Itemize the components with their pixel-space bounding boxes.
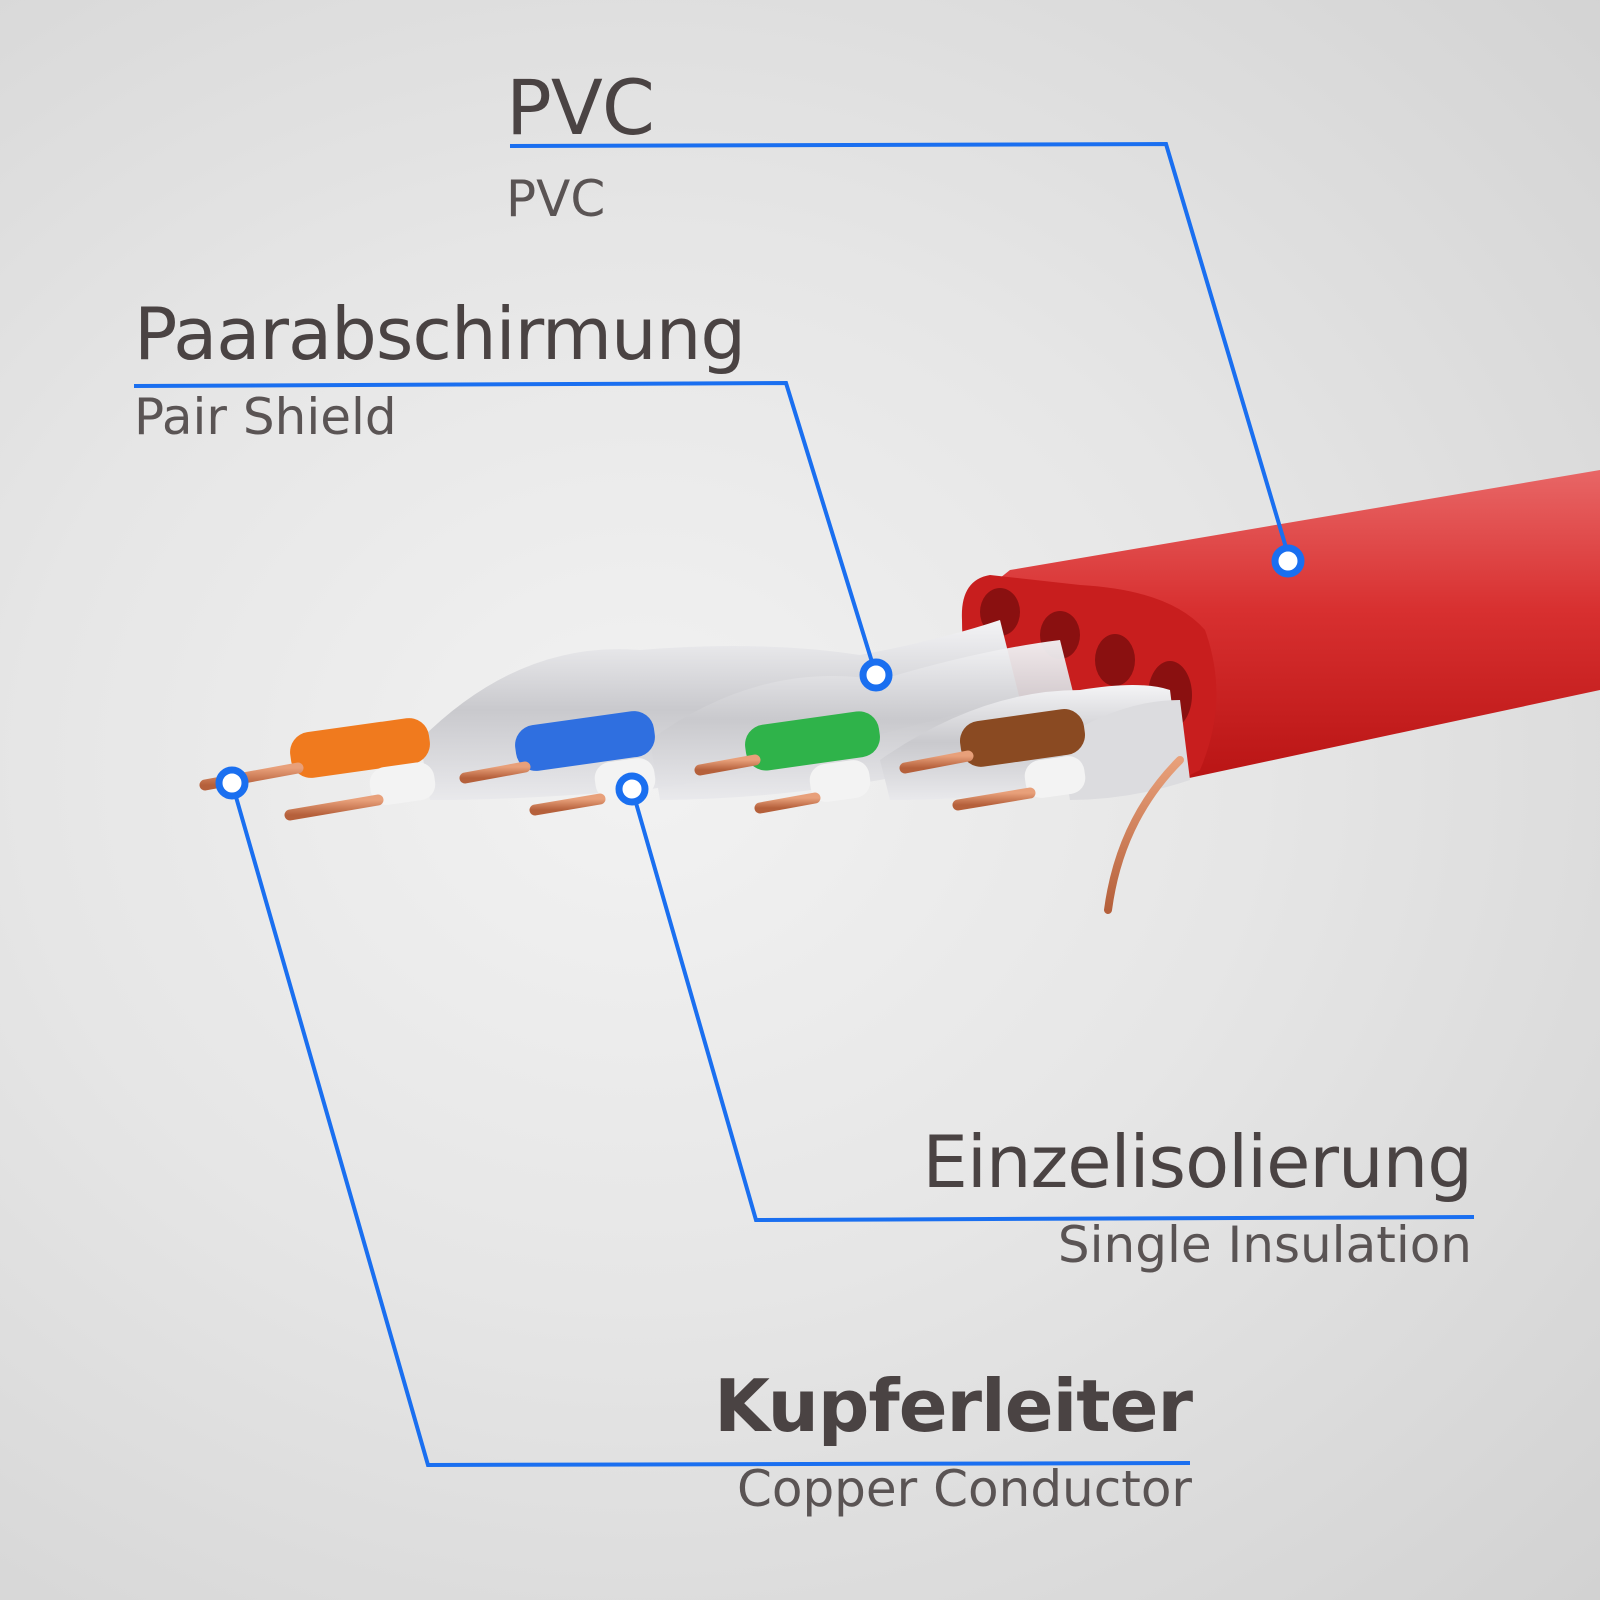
- callout-line-single-insulation: [630, 788, 1475, 1223]
- label-pair-shield: Paarabschirmung Pair Shield: [134, 292, 746, 446]
- copper-wires: [199, 750, 1184, 914]
- callout-line-pvc: [509, 141, 1292, 562]
- label-pair-shield-en: Pair Shield: [134, 388, 397, 446]
- label-single-insulation-de: Einzelisolierung: [922, 1120, 1473, 1204]
- label-copper-conductor-de: Kupferleiter: [714, 1364, 1193, 1448]
- callout-dot-pair-shield: [859, 658, 893, 692]
- label-pair-shield-de: Paarabschirmung: [134, 292, 746, 376]
- callout-dots: [215, 544, 1305, 806]
- pair-brown: [959, 709, 1086, 798]
- pair-green: [745, 711, 880, 802]
- callout-lines: [133, 141, 1475, 1468]
- callout-dot-copper-conductor: [215, 766, 249, 800]
- label-copper-conductor: Kupferleiter Copper Conductor: [714, 1364, 1193, 1518]
- label-copper-conductor-en: Copper Conductor: [736, 1460, 1192, 1518]
- pair-orange: [290, 718, 436, 805]
- label-pvc-en: PVC: [506, 170, 606, 228]
- label-pvc-de: PVC: [506, 63, 655, 152]
- callout-dot-pvc: [1271, 544, 1305, 578]
- label-pvc: PVC PVC: [506, 63, 655, 228]
- label-single-insulation-en: Single Insulation: [1057, 1216, 1472, 1274]
- label-single-insulation: Einzelisolierung Single Insulation: [922, 1120, 1473, 1274]
- jacket-hole-3: [1095, 634, 1135, 686]
- callout-line-pair-shield: [133, 380, 878, 676]
- callout-line-copper-conductor: [230, 782, 1191, 1468]
- callout-dot-single-insulation: [615, 772, 649, 806]
